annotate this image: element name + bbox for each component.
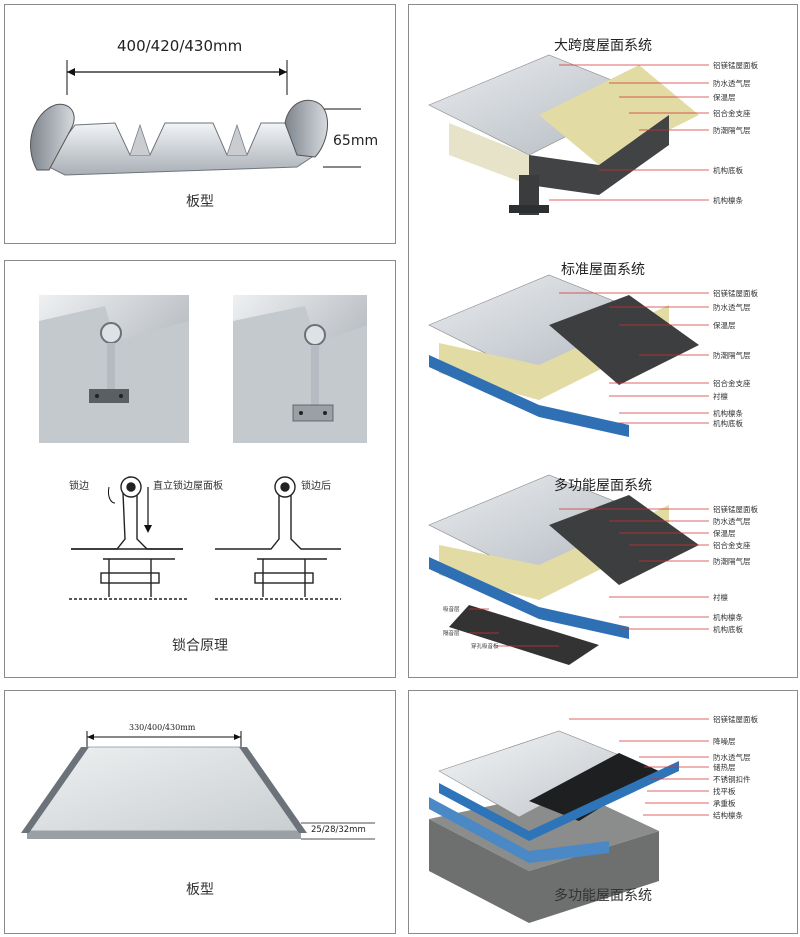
flat-profile-height-label: 25/28/32mm [311,825,366,835]
system3-layer-4: 防潮隔气层 [713,557,751,566]
system2-layer-2: 保温层 [713,321,736,330]
profile-panel-flat: 330/400/430mm 25/28/32mm 板型 [4,690,396,934]
system3-layer-5: 衬檩 [713,593,728,602]
system2-layers-drawing [428,274,699,437]
seam-photo-after [233,295,367,443]
system1-layers-drawing [428,54,699,215]
system3-layer-6: 机构檩条 [713,613,743,622]
profile-panel-65mm: 400/420/430mm 65mm 板型 [4,4,396,244]
lock-principle-panel: 锁边 直立锁边屋面板 锁边后 锁合原理 [4,260,396,678]
system3-layer-2: 保温层 [713,529,736,538]
multi-layer-2: 防水透气层 [713,753,751,762]
flat-seam-profile-illustration [21,731,375,840]
system2-layer-7: 机构底板 [713,419,743,428]
system3-layer-0: 铝镁锰屋面板 [713,505,758,514]
system2-layer-0: 铝镁锰屋面板 [713,289,758,298]
multi-caption: 多功能屋面系统 [554,888,652,904]
seam-photo-before [39,295,189,443]
system3-left-layer-2: 穿孔吸音板 [471,644,499,650]
label-seam-after: 锁边后 [301,481,331,492]
standing-seam-profile-illustration [30,60,361,176]
lock-caption: 锁合原理 [172,638,228,654]
profile-width-label: 400/420/430mm [117,37,243,55]
flat-profile-caption: 板型 [186,882,214,898]
profile-height-label: 65mm [333,133,379,149]
system2-title: 标准屋面系统 [561,262,645,278]
system3-left-layer-1: 隔音层 [443,631,460,637]
multi-layer-7: 结构檩条 [713,811,743,820]
system1-layer-6: 机构檩条 [713,196,743,205]
seam-schematic-after [215,476,341,600]
multifunction-roof-illustration [429,718,709,923]
system3-layers-drawing [428,474,699,665]
roof-systems-illustration [428,54,709,665]
system1-layer-4: 防潮隔气层 [713,126,751,135]
system3-layer-7: 机构底板 [713,625,743,634]
system1-layer-5: 机构底板 [713,166,743,175]
system2-layer-1: 防水透气层 [713,303,751,312]
system1-layer-0: 铝镁锰屋面板 [713,61,758,70]
system2-layer-4: 铝合金支座 [713,379,751,388]
multi-layer-4: 不锈钢扣件 [713,775,751,784]
multi-layer-5: 找平板 [713,787,736,796]
lock-principle-illustration [39,295,367,600]
system1-layer-3: 铝合金支座 [713,109,751,118]
multi-layer-3: 储热层 [713,763,736,772]
multi-layer-6: 承重板 [713,799,736,808]
system3-left-layer-0: 吸音层 [443,607,460,613]
multi-layer-0: 铝镁锰屋面板 [713,715,758,724]
flat-profile-width-label: 330/400/430mm [129,723,196,732]
multifunction-roof-panel: 铝镁锰屋面板 降噪层 防水透气层 储热层 不锈钢扣件 找平板 承重板 结构檩条 … [408,690,798,934]
multi-leader-lines [569,718,709,816]
label-seam-before: 锁边 [69,481,89,492]
system1-layer-1: 防水透气层 [713,79,751,88]
system1-layer-2: 保温层 [713,93,736,102]
system2-layer-3: 防潮隔气层 [713,351,751,360]
system3-layer-3: 铝合金支座 [713,541,751,550]
system1-title: 大跨度屋面系统 [554,38,652,54]
seam-schematic-before [69,476,187,600]
leader-lines [469,64,709,647]
multi-layer-1: 降噪层 [713,737,736,746]
roof-systems-panel: 大跨度屋面系统 铝镁锰屋面板 防水透气层 保温层 铝合金支座 防潮隔气层 机构底… [408,4,798,678]
label-standing-seam-panel: 直立锁边屋面板 [153,481,223,492]
system3-layer-1: 防水透气层 [713,517,751,526]
system2-layer-5: 衬檩 [713,392,728,401]
system2-layer-6: 机构檩条 [713,409,743,418]
profile-caption: 板型 [186,194,214,210]
system3-title: 多功能屋面系统 [554,478,652,494]
